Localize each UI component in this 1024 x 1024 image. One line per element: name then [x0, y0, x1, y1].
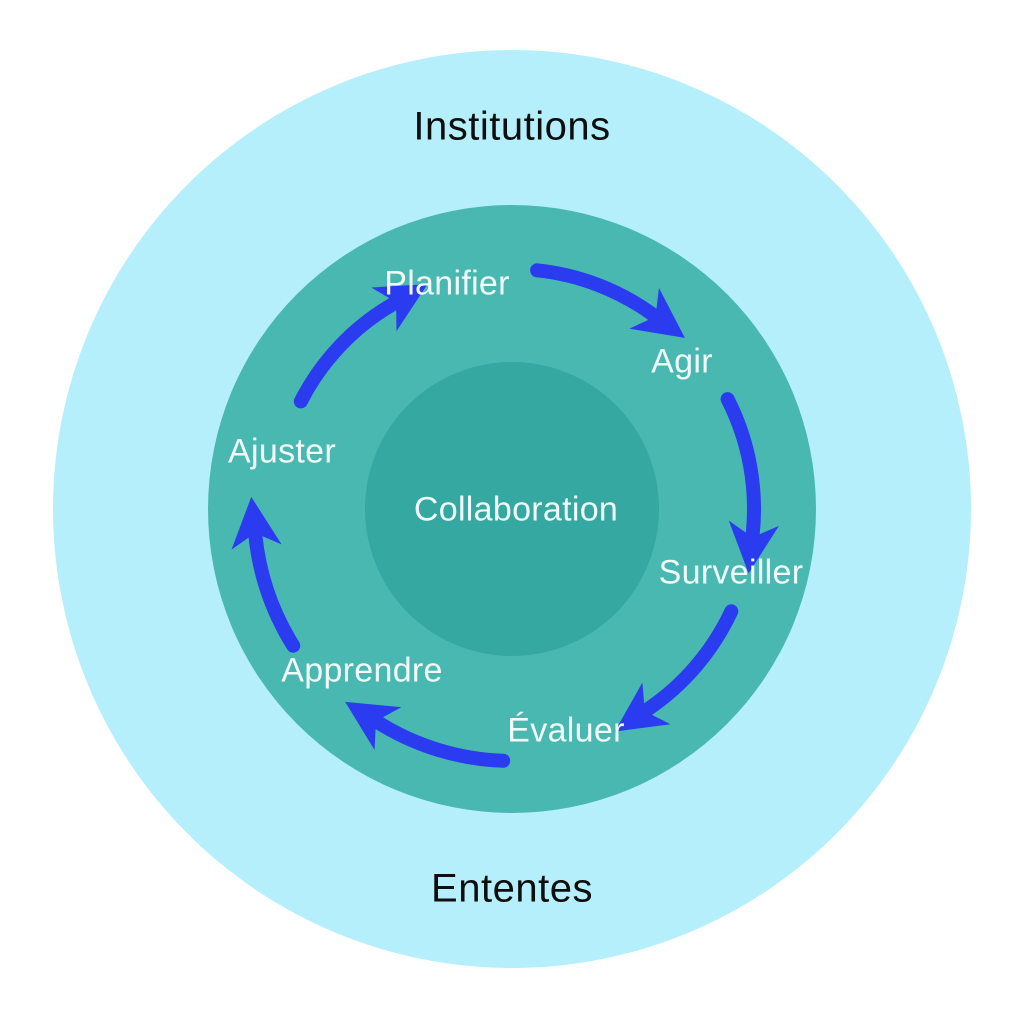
cycle-step-planifier: Planifier [384, 264, 510, 303]
center-circle [365, 362, 659, 656]
outer-label-ententes: Ententes [431, 866, 593, 911]
cycle-step-evaluer: Évaluer [507, 711, 625, 750]
cycle-step-agir: Agir [651, 342, 713, 381]
center-label-collaboration: Collaboration [413, 490, 619, 529]
outer-label-institutions: Institutions [413, 104, 611, 149]
cycle-step-apprendre: Apprendre [281, 651, 443, 690]
cycle-step-ajuster: Ajuster [228, 432, 336, 471]
cycle-step-surveiller: Surveiller [658, 553, 804, 592]
